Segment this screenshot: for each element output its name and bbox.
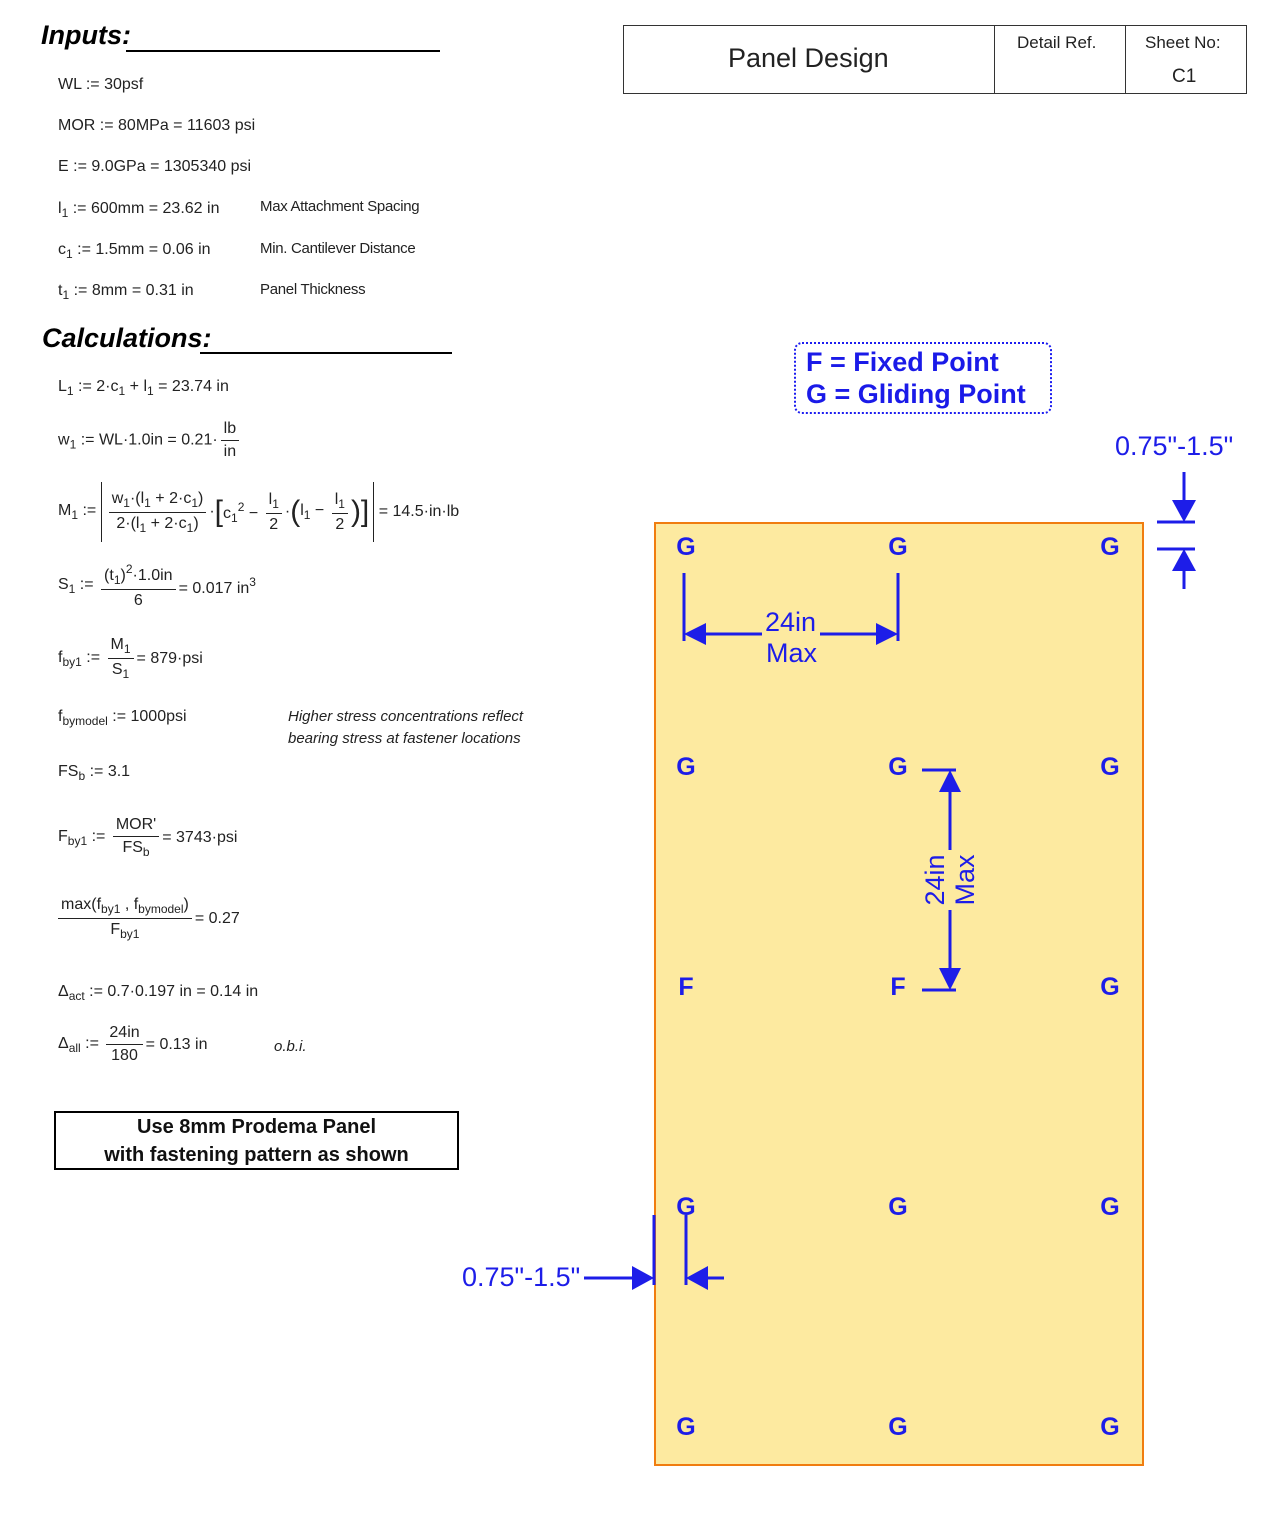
fastener-point-r3-c1: F — [678, 973, 694, 1001]
horiz-spacing-label-2: Max — [766, 638, 818, 668]
fastener-point-r1-c2: G — [888, 533, 908, 561]
calc-FSb: FSb := 3.1 — [58, 763, 131, 783]
vert-spacing-label-2: Max — [950, 854, 980, 906]
fastener-point-r2-c3: G — [1100, 753, 1120, 781]
legend-gliding: G = Gliding Point — [806, 379, 1026, 409]
sheet-no-label: Sheet No: — [1145, 33, 1221, 52]
horiz-spacing-label-1: 24in — [765, 607, 817, 637]
legend-fixed: F = Fixed Point — [806, 347, 999, 377]
fastener-point-r5-c3: G — [1100, 1413, 1120, 1441]
input-e: E := 9.0GPa = 1305340 psi — [58, 158, 252, 175]
fastener-legend: F = Fixed Point G = Gliding Point — [794, 342, 1052, 414]
calc-Fby1: Fby1 := MOR'FSb = 3743·psi — [58, 816, 238, 859]
sheet-no-value: C1 — [1172, 66, 1197, 87]
calc-delta-all-note: o.b.i. — [274, 1038, 307, 1055]
arrowhead-left-edge-right — [632, 1266, 654, 1290]
title-block — [623, 25, 1247, 94]
top-edge-dim-label: 0.75"-1.5" — [1115, 431, 1234, 461]
title-block-divider-1 — [994, 25, 995, 93]
arrowhead-top-edge-up — [1172, 549, 1196, 571]
vert-spacing-label: 24in Max — [920, 854, 980, 905]
input-wl: WL := 30psf — [58, 76, 144, 93]
fastener-point-r1-c1: G — [676, 533, 696, 561]
left-edge-dim-label: 0.75"-1.5" — [462, 1262, 581, 1292]
detail-ref-label: Detail Ref. — [1017, 33, 1097, 52]
calc-ratio: max(fby1 , fbymodel)Fby1 = 0.27 — [58, 896, 240, 941]
fastener-point-r4-c2: G — [888, 1193, 908, 1221]
fastener-point-r4-c3: G — [1100, 1193, 1120, 1221]
input-l1: l1 := 600mm = 23.62 in — [58, 200, 220, 220]
vert-spacing-label-1: 24in — [920, 854, 950, 906]
input-mor: MOR := 80MPa = 11603 psi — [58, 117, 256, 134]
calc-fbymodel: fbymodel := 1000psi — [58, 708, 187, 728]
title-block-divider-2 — [1125, 25, 1126, 93]
arrowhead-top-edge-down — [1172, 500, 1196, 522]
calculations-heading-underline — [200, 352, 452, 354]
calc-fbymodel-note: Higher stress concentrations reflect bea… — [288, 708, 524, 747]
fastener-point-r2-c2: G — [888, 753, 908, 781]
calc-L1: L1 := 2·c1 + l1 = 23.74 in — [58, 378, 229, 398]
fastener-point-r3-c2: F — [890, 973, 906, 1001]
input-c1: c1 := 1.5mm = 0.06 in — [58, 241, 211, 261]
fastener-point-r1-c3: G — [1100, 533, 1120, 561]
sheet-title: Panel Design — [728, 43, 889, 73]
calc-delta-act: Δact := 0.7·0.197 in = 0.14 in — [58, 983, 259, 1003]
fastener-point-r2-c1: G — [676, 753, 696, 781]
panel-rect — [654, 522, 1144, 1466]
input-t1-note: Panel Thickness — [260, 281, 366, 298]
conclusion-line-2: with fastening pattern as shown — [104, 1144, 409, 1166]
fastener-point-r3-c3: G — [1100, 973, 1120, 1001]
fastener-point-r5-c2: G — [888, 1413, 908, 1441]
input-l1-note: Max Attachment Spacing — [260, 198, 420, 215]
calculations-heading: Calculations: — [42, 323, 212, 353]
input-c1-note: Min. Cantilever Distance — [260, 240, 416, 257]
fastener-point-r4-c1: G — [676, 1193, 696, 1221]
inputs-heading: Inputs: — [41, 20, 131, 50]
calc-M1: M1 := w1·(l1 + 2·c1)2·(l1 + 2·c1) · [ c1… — [58, 482, 459, 542]
input-t1: t1 := 8mm = 0.31 in — [58, 282, 194, 302]
fastener-point-r5-c1: G — [676, 1413, 696, 1441]
inputs-heading-underline — [126, 50, 440, 52]
conclusion-box: Use 8mm Prodema Panel with fastening pat… — [54, 1111, 459, 1170]
conclusion-line-1: Use 8mm Prodema Panel — [137, 1116, 376, 1138]
